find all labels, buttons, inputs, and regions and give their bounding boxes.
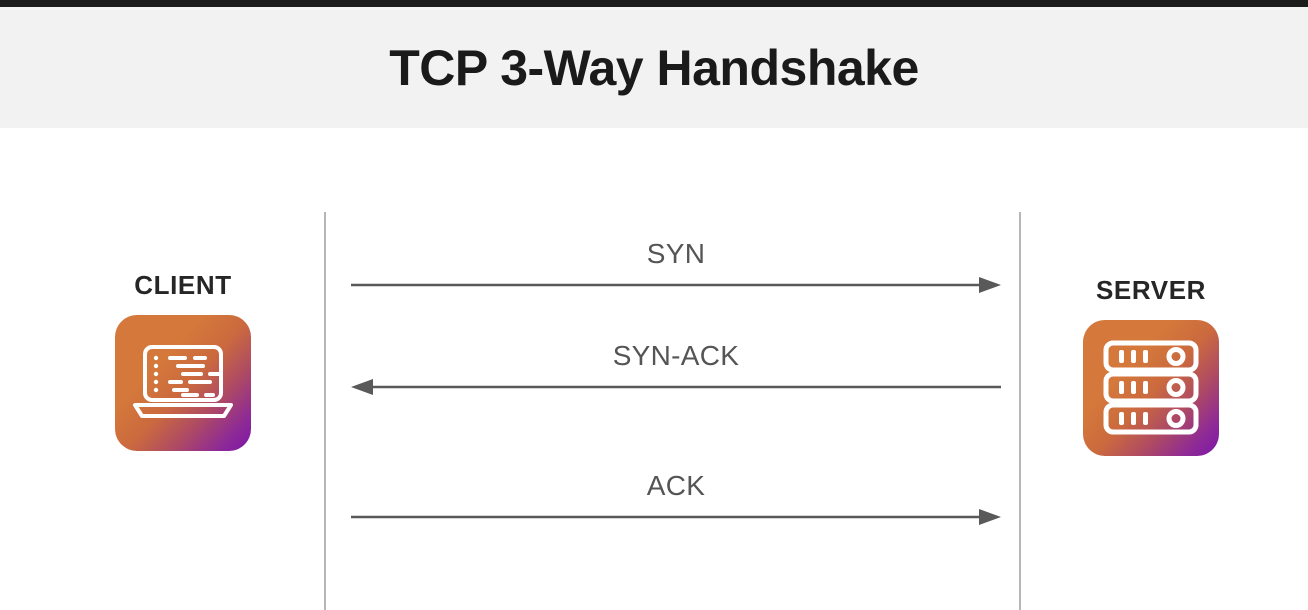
node-client: CLIENT [83,270,283,451]
lifeline-client [324,212,326,610]
arrow-right-icon [351,509,1001,525]
node-server-label: SERVER [1095,275,1207,305]
message-syn-label: SYN [646,238,706,269]
laptop-icon [133,345,233,418]
server-rack-icon [1103,340,1199,435]
top-accent-strip [0,0,1308,7]
lifeline-server [1019,212,1021,610]
sequence-diagram: CLIENT [0,128,1308,610]
page-title: TCP 3-Way Handshake [389,39,919,96]
message-ack: ACK [351,470,1001,526]
message-syn: SYN [351,238,1001,294]
node-server: SERVER [1051,275,1251,456]
client-tile [115,315,251,451]
server-tile [1083,320,1219,456]
arrow-left-icon [351,379,1001,395]
arrow-right-icon [351,277,1001,293]
header-band [0,7,1308,128]
message-syn-ack-label: SYN-ACK [612,340,740,371]
message-syn-ack: SYN-ACK [351,340,1001,396]
node-client-label: CLIENT [134,270,232,300]
message-ack-label: ACK [646,470,706,501]
